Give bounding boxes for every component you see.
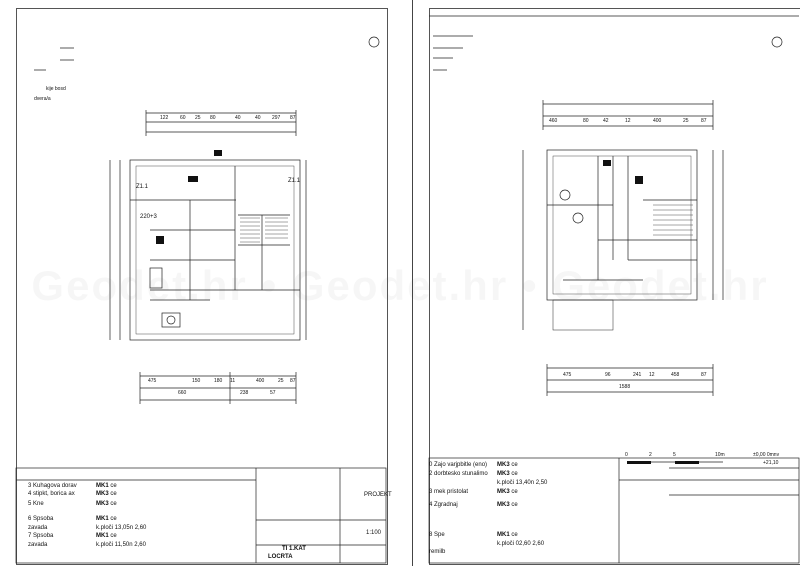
dimension-label: 400 [653,118,662,124]
sheet-frame [429,8,800,565]
table-foot: k.ploči 13,40n 2,50 [497,480,548,486]
title-block-sheet: TI 1.KAT [282,546,306,552]
dimension-label: 475 [148,378,157,384]
dimension-label: 40 [255,115,261,121]
dimension-label: 12 [625,118,631,124]
level-note: ±0,00 0mnv [753,452,780,458]
dimension-label: 241 [633,372,642,378]
table-cell-code: MK3 ce [96,501,117,507]
table-row: 3 Kuhagova dorav [28,483,77,489]
floor-plan-sheet-left: kije bosd dvera/a [0,0,396,566]
dimension-label: 87 [701,372,707,378]
dimension-label: 60 [180,115,186,121]
sheet-frame [16,8,388,565]
dimension-label: 11 [230,378,236,384]
scale-label: 10m [715,452,725,458]
dimension-label: 87 [701,118,707,124]
table-row: 2 dorbtesko stunalimo [429,471,488,477]
table-cell-code: MK1 ce [96,533,117,539]
table-cell-code: MK1 ce [96,483,117,489]
table-cell-code: MK3 ce [96,491,117,497]
table-cell-code: MK3 ce [497,462,518,468]
dimension-label: 400 [256,378,265,384]
dimension-label: 57 [270,390,276,396]
scale-label: 5 [673,452,676,458]
scale-label: 0 [625,452,628,458]
scale-label: 2 [649,452,652,458]
table-foot: k.ploči 13,05n 2,60 [96,525,147,531]
title-block-text: PROJEKT [364,492,392,498]
table-cell-code: MK3 ce [497,471,518,477]
table-foot: k.ploči 02,60 2,60 [497,541,545,547]
dimension-label: 122 [160,115,169,121]
dimension-label: 460 [549,118,558,124]
table-foot: zavada [28,525,48,531]
table-cell-code: MK1 ce [96,516,117,522]
dimension-label: 475 [563,372,572,378]
header-note: dvera/a [34,96,51,102]
dimension-label: 87 [290,115,296,121]
dimension-label: 80 [583,118,589,124]
floor-plan-drawing [15,36,387,564]
room-label: 220+3 [140,214,157,220]
table-foot: remilb [429,549,446,555]
table-row: 4 Zgradnaj [429,502,458,508]
table-cell-code: MK1 ce [497,532,518,538]
table-foot: k.ploči 11,50n 2,60 [96,542,146,548]
table-cell-code: MK3 ce [497,489,518,495]
dimension-label: 80 [210,115,216,121]
floor-plan-drawing [428,15,800,564]
table-row: 6 Spsoba [28,516,54,522]
dimension-label: 25 [683,118,689,124]
dimension-label: 458 [671,372,680,378]
room-label: Z1.1 [288,178,301,184]
title-block-scale: 1:100 [366,530,382,536]
dimension-label: 87 [290,378,296,384]
dimension-label: 297 [272,115,281,121]
dimension-label: 40 [235,115,241,121]
header-note: kije bosd [46,86,66,92]
table-row: 4 stipkt, borica ax [28,491,75,497]
dimension-label: 12 [649,372,655,378]
table-row: 7 Spsoba [28,533,54,539]
dimension-label: 25 [195,115,201,121]
table-row: 5 Kne [28,501,44,507]
floor-plan-sheet-right: 460 80 42 12 400 25 87 475 96 241 12 458… [412,0,800,566]
room-label: Z1.1 [136,184,149,190]
title-block-name: LOCRTA [268,554,293,560]
level-note: +21,10 [763,460,779,466]
table-row: 8 Spe [429,532,445,538]
dimension-label: 238 [240,390,249,396]
dimension-label: 150 [192,378,201,384]
dimension-label: 1588 [619,384,631,390]
dimension-label: 660 [178,390,187,396]
dimension-label: 42 [603,118,609,124]
table-cell-code: MK3 ce [497,502,518,508]
table-row: 3 mek pristolat [429,489,469,495]
table-foot: zavada [28,542,48,548]
dimension-label: 96 [605,372,611,378]
table-row: 0 Zajo varjpbitle (eno) [429,462,488,468]
dimension-label: 180 [214,378,223,384]
dimension-label: 25 [278,378,284,384]
